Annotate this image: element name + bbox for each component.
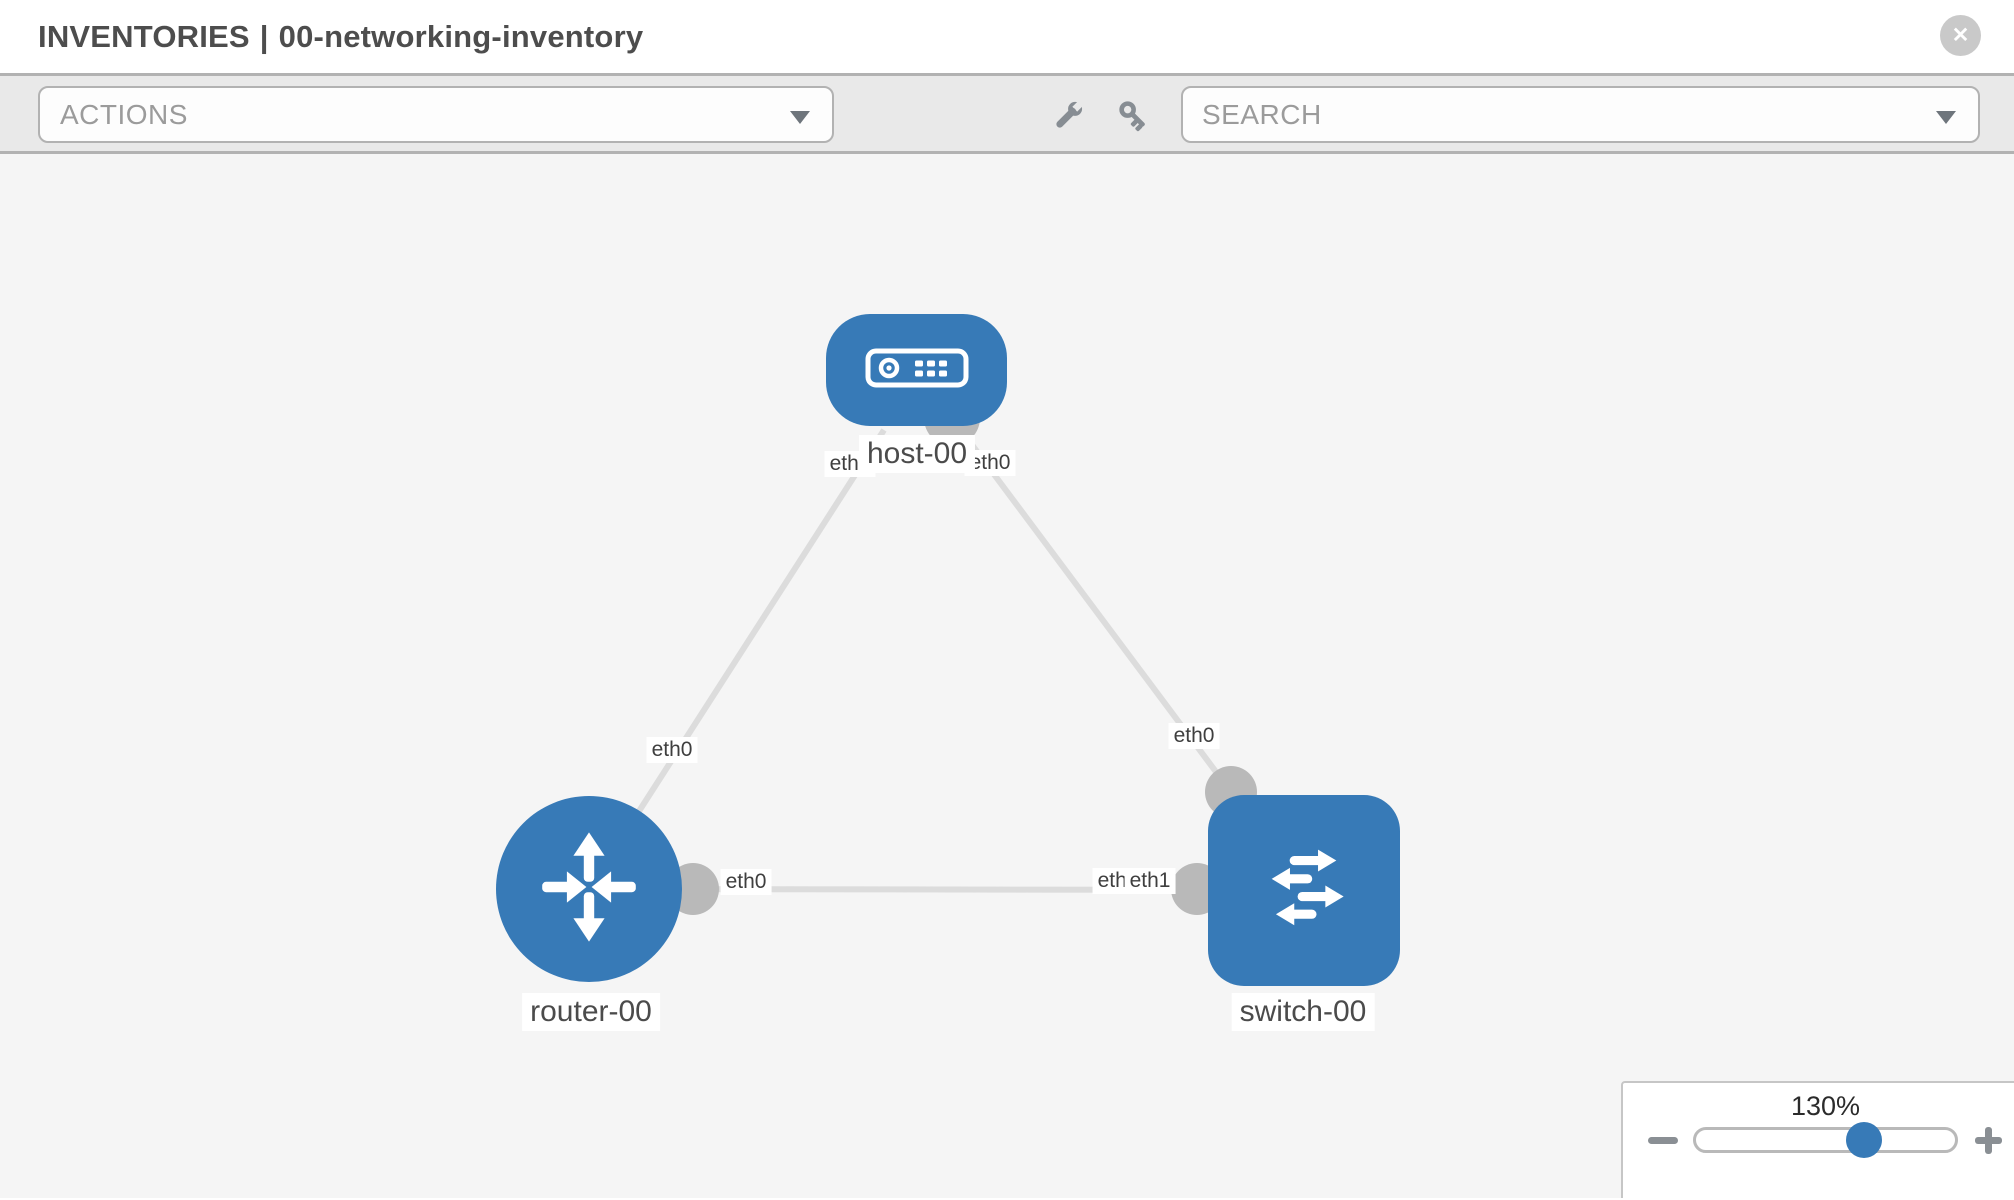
node-router-00[interactable] — [496, 796, 682, 982]
zoom-panel: 130% — [1621, 1081, 2014, 1198]
inventory-name: 00-networking-inventory — [278, 19, 644, 54]
node-label-host-00[interactable]: host-00 — [858, 435, 976, 473]
links-layer — [586, 390, 1305, 915]
zoom-level: 130% — [1790, 1091, 1861, 1121]
host-device-icon — [865, 348, 969, 393]
wrench-icon[interactable] — [1050, 98, 1086, 134]
page-title: INVENTORIES | 00-networking-inventory — [38, 19, 643, 55]
node-host-00[interactable] — [826, 314, 1007, 426]
title-separator: | — [259, 19, 269, 54]
search-placeholder: SEARCH — [1202, 98, 1322, 130]
interface-label: eth0 — [646, 737, 698, 763]
actions-dropdown-label: ACTIONS — [60, 98, 188, 130]
actions-dropdown[interactable]: ACTIONS — [38, 86, 834, 143]
key-icon[interactable] — [1116, 98, 1152, 134]
interface-label: eth0 — [720, 869, 772, 895]
breadcrumb-section: INVENTORIES — [38, 19, 250, 54]
topology-canvas[interactable]: host-00 router-00 switch-00 eth0 eth0 et… — [0, 154, 2014, 1198]
node-label-switch-00[interactable]: switch-00 — [1231, 993, 1375, 1031]
zoom-out-button[interactable] — [1648, 1137, 1678, 1144]
interface-label: eth0 — [1168, 723, 1220, 749]
search-dropdown[interactable]: SEARCH — [1181, 86, 1980, 143]
header: INVENTORIES | 00-networking-inventory ✕ — [0, 0, 2014, 76]
router-icon — [524, 822, 654, 957]
zoom-slider[interactable] — [1693, 1122, 1958, 1158]
toolbar: ACTIONS SEARC — [0, 76, 2014, 154]
zoom-in-button[interactable] — [1975, 1127, 2002, 1154]
switch-icon — [1243, 827, 1365, 954]
close-button[interactable]: ✕ — [1940, 15, 1981, 56]
switch-icon-node[interactable] — [1208, 795, 1400, 986]
interface-label: eth1 — [1124, 868, 1176, 894]
close-icon: ✕ — [1951, 24, 1970, 47]
chevron-down-icon — [1936, 111, 1956, 124]
chevron-down-icon — [790, 111, 810, 124]
zoom-slider-thumb[interactable] — [1846, 1122, 1882, 1158]
node-label-router-00[interactable]: router-00 — [522, 993, 660, 1031]
